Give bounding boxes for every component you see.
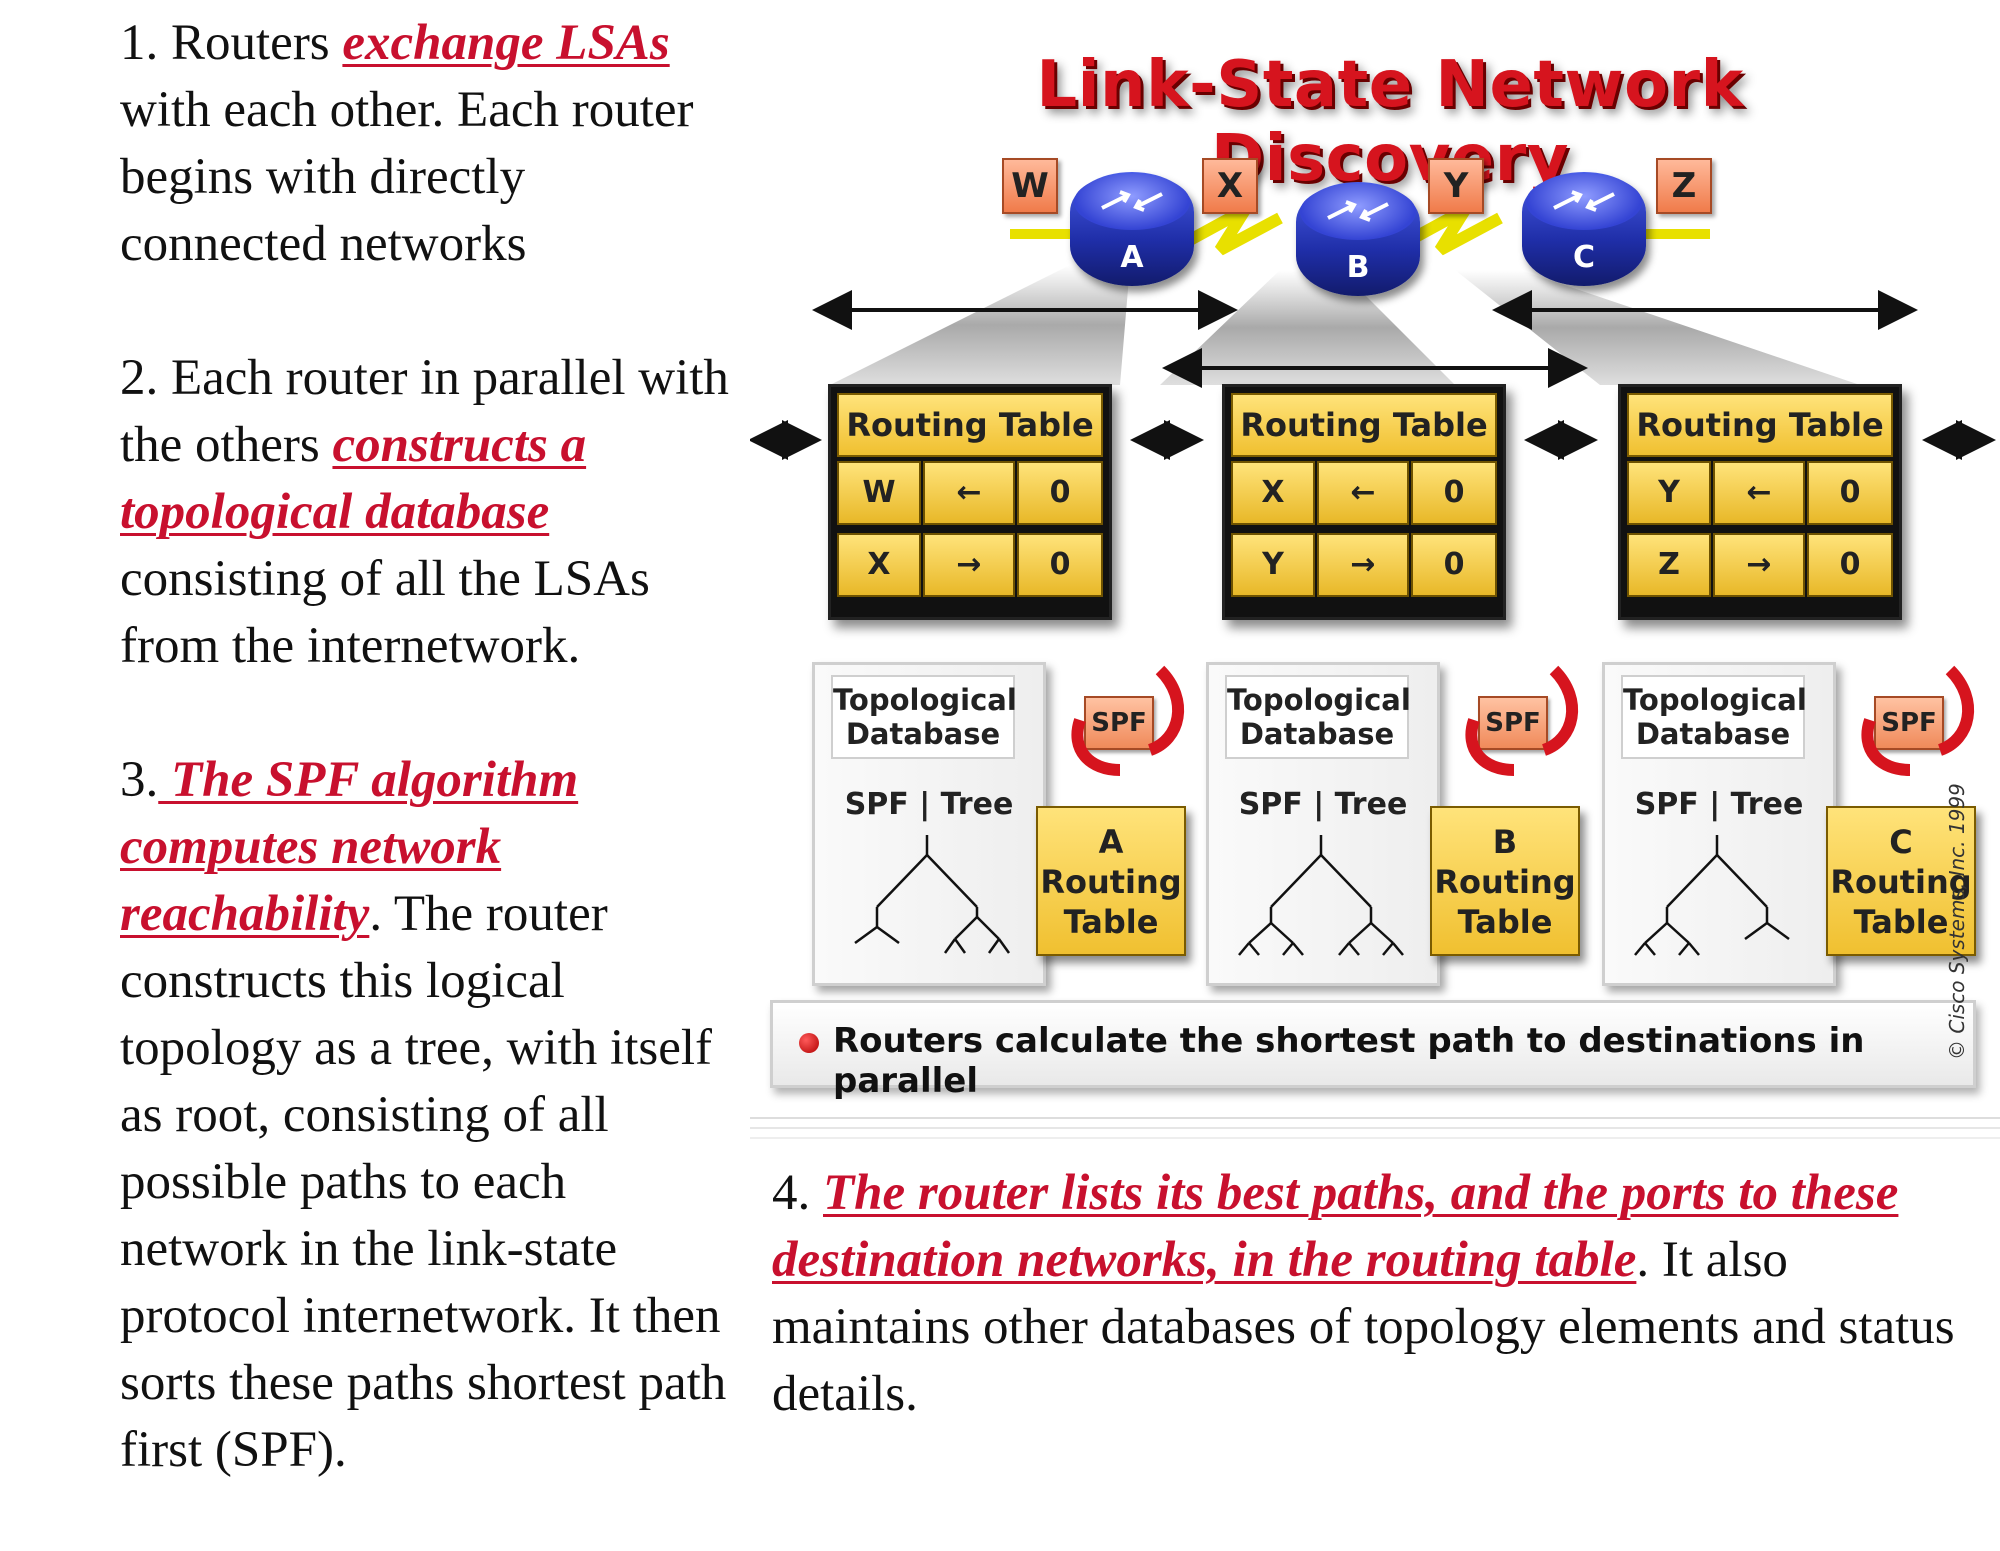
- routing-table-a: Routing Table W ← 0 X → 0: [828, 384, 1112, 620]
- diagram-connectors: [750, 204, 2000, 1139]
- router-b: B: [1296, 182, 1420, 296]
- bullet-icon: [799, 1033, 819, 1053]
- rt-cost-cell: 0: [1017, 461, 1103, 525]
- rt-net-cell: Y: [1231, 533, 1315, 597]
- spf-curved-arrow-icon: [1071, 665, 1184, 776]
- serial-link-y: [1407, 204, 1503, 256]
- network-label-w: W: [1002, 158, 1058, 214]
- step-1-highlight: exchange LSAs: [342, 15, 670, 71]
- router-arrows-icon: [1553, 190, 1615, 212]
- step-4-highlight: The router lists its best paths, and the…: [772, 1165, 1899, 1288]
- router-arrows-icon: [1101, 190, 1163, 212]
- router-c: C: [1522, 172, 1646, 286]
- spf-tree-icon: [854, 835, 1011, 954]
- step-1-paragraph: 1. Routers exchange LSAs with each other…: [120, 15, 694, 272]
- spf-tree-icon: [1634, 835, 1790, 956]
- spf-tree-label: SPF | Tree: [1238, 787, 1408, 822]
- rt-dir-cell: →: [1317, 533, 1409, 597]
- routing-table-header: Routing Table: [1231, 393, 1497, 457]
- spf-badge-c: SPF: [1874, 696, 1944, 750]
- network-label-x: X: [1202, 158, 1258, 214]
- spf-tree-label: SPF | Tree: [844, 787, 1014, 822]
- rt-dir-cell: →: [1713, 533, 1805, 597]
- step-2-paragraph: 2. Each router in parallel with the othe…: [120, 350, 729, 674]
- network-label-z: Z: [1656, 158, 1712, 214]
- routing-table-b: Routing Table X ← 0 Y → 0: [1222, 384, 1506, 620]
- router-a: A: [1070, 172, 1194, 286]
- rt-dir-cell: →: [923, 533, 1015, 597]
- routing-table-c: Routing Table Y ← 0 Z → 0: [1618, 384, 1902, 620]
- rt-net-cell: X: [837, 533, 921, 597]
- rt-net-cell: W: [837, 461, 921, 525]
- step-4-paragraph: 4. The router lists its best paths, and …: [772, 1165, 1955, 1422]
- rt-dir-cell: ←: [1713, 461, 1805, 525]
- step-3-paragraph: 3. The SPF algorithm computes network re…: [120, 752, 727, 1478]
- rt-net-cell: Z: [1627, 533, 1711, 597]
- serial-link-x: [1187, 204, 1283, 256]
- spf-curved-arrow-icon: [1465, 665, 1578, 776]
- summary-banner-text: Routers calculate the shortest path to d…: [833, 1021, 1865, 1101]
- rt-cost-cell: 0: [1807, 461, 1893, 525]
- rt-cost-cell: 0: [1807, 533, 1893, 597]
- rt-cost-cell: 0: [1017, 533, 1103, 597]
- spf-badge-a: SPF: [1084, 696, 1154, 750]
- step-2-highlight: constructs a topological database: [120, 417, 587, 540]
- network-label-y: Y: [1428, 158, 1484, 214]
- rt-cost-cell: 0: [1411, 461, 1497, 525]
- rt-net-cell: X: [1231, 461, 1315, 525]
- rt-net-cell: Y: [1627, 461, 1711, 525]
- rt-dir-cell: ←: [923, 461, 1015, 525]
- left-text-column: 1. Routers exchange LSAs with each other…: [120, 10, 740, 1551]
- spf-tree-label: SPF | Tree: [1634, 787, 1804, 822]
- rt-dir-cell: ←: [1317, 461, 1409, 525]
- step-3-highlight: The SPF algorithm computes network reach…: [120, 752, 579, 942]
- copyright-notice: © Cisco Systems, Inc. 1999: [1945, 783, 1969, 1060]
- router-arrows-icon: [1327, 200, 1389, 222]
- summary-banner: Routers calculate the shortest path to d…: [770, 1000, 1976, 1101]
- spf-tree-icon: [1238, 835, 1404, 956]
- diagram-title: Link-State Network Discovery: [1036, 48, 1744, 196]
- spf-badge-b: SPF: [1478, 696, 1548, 750]
- spf-curved-arrow-icon: [1861, 665, 1974, 776]
- routing-table-header: Routing Table: [837, 393, 1103, 457]
- rt-cost-cell: 0: [1411, 533, 1497, 597]
- routing-table-header: Routing Table: [1627, 393, 1893, 457]
- link-state-diagram: Link-State Network Discovery W X Y Z A B…: [750, 0, 2000, 1150]
